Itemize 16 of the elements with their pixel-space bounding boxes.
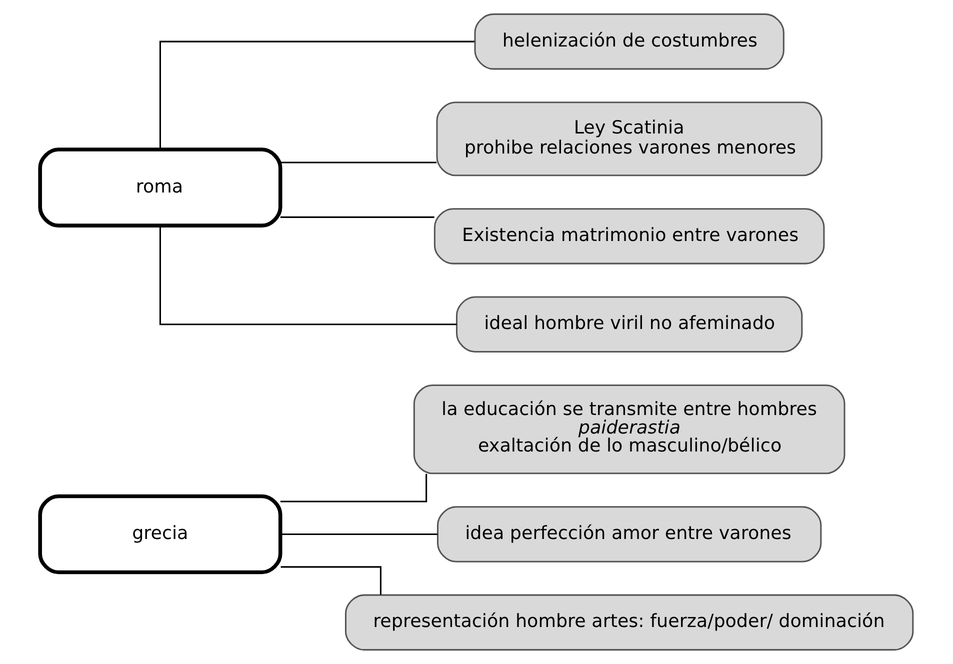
node-box: helenización de costumbres — [474, 13, 784, 70]
connector — [159, 226, 457, 326]
connector — [159, 40, 474, 150]
node-box: idea perfección amor entre varones — [436, 506, 822, 562]
node-box: roma — [38, 148, 282, 228]
connector — [280, 533, 438, 535]
node-box: ideal hombre viril no afeminado — [456, 296, 803, 353]
node-box: Existencia matrimonio entre varones — [434, 208, 825, 264]
connector — [280, 162, 437, 164]
node-box: representación hombre artes: fuerza/poder/ dominación — [344, 594, 914, 651]
node-box: Ley Scatinia prohibe relaciones varones menores — [436, 102, 822, 176]
connector — [280, 474, 428, 502]
node-box: grecia — [38, 494, 282, 574]
connector — [280, 216, 434, 218]
node-box: la educación se transmite entre hombres paiderastia exaltación de lo masculino/bélico — [413, 384, 846, 474]
connector — [280, 566, 382, 595]
